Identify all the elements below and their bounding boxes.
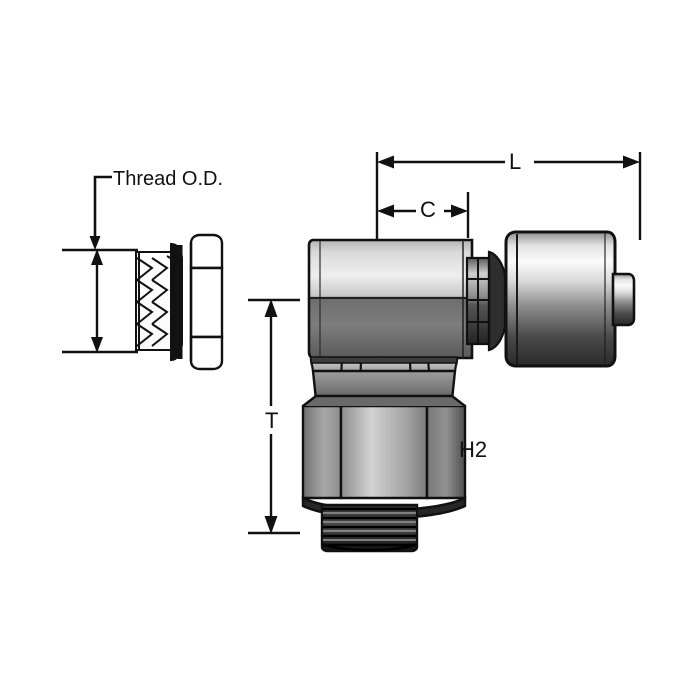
vertical-hex [301, 394, 467, 520]
male-thread-stud [135, 242, 183, 362]
thread-od-dimension [62, 175, 138, 354]
height-dimension [248, 298, 300, 535]
length-dimension [375, 152, 642, 240]
center-to-end-label: C [420, 197, 436, 222]
hex-nut-left [189, 233, 224, 371]
hose-stem [504, 230, 617, 368]
hex-size-label: H2 [459, 437, 488, 462]
height-label: T [265, 408, 279, 433]
vertical-thread [320, 503, 419, 553]
elbow-body [307, 238, 474, 360]
center-to-end-dimension [377, 192, 470, 238]
stem-nub [611, 272, 636, 327]
ferrule-collar [465, 250, 507, 352]
thread-od-label: Thread O.D. [113, 168, 224, 190]
length-label: L [509, 149, 522, 174]
